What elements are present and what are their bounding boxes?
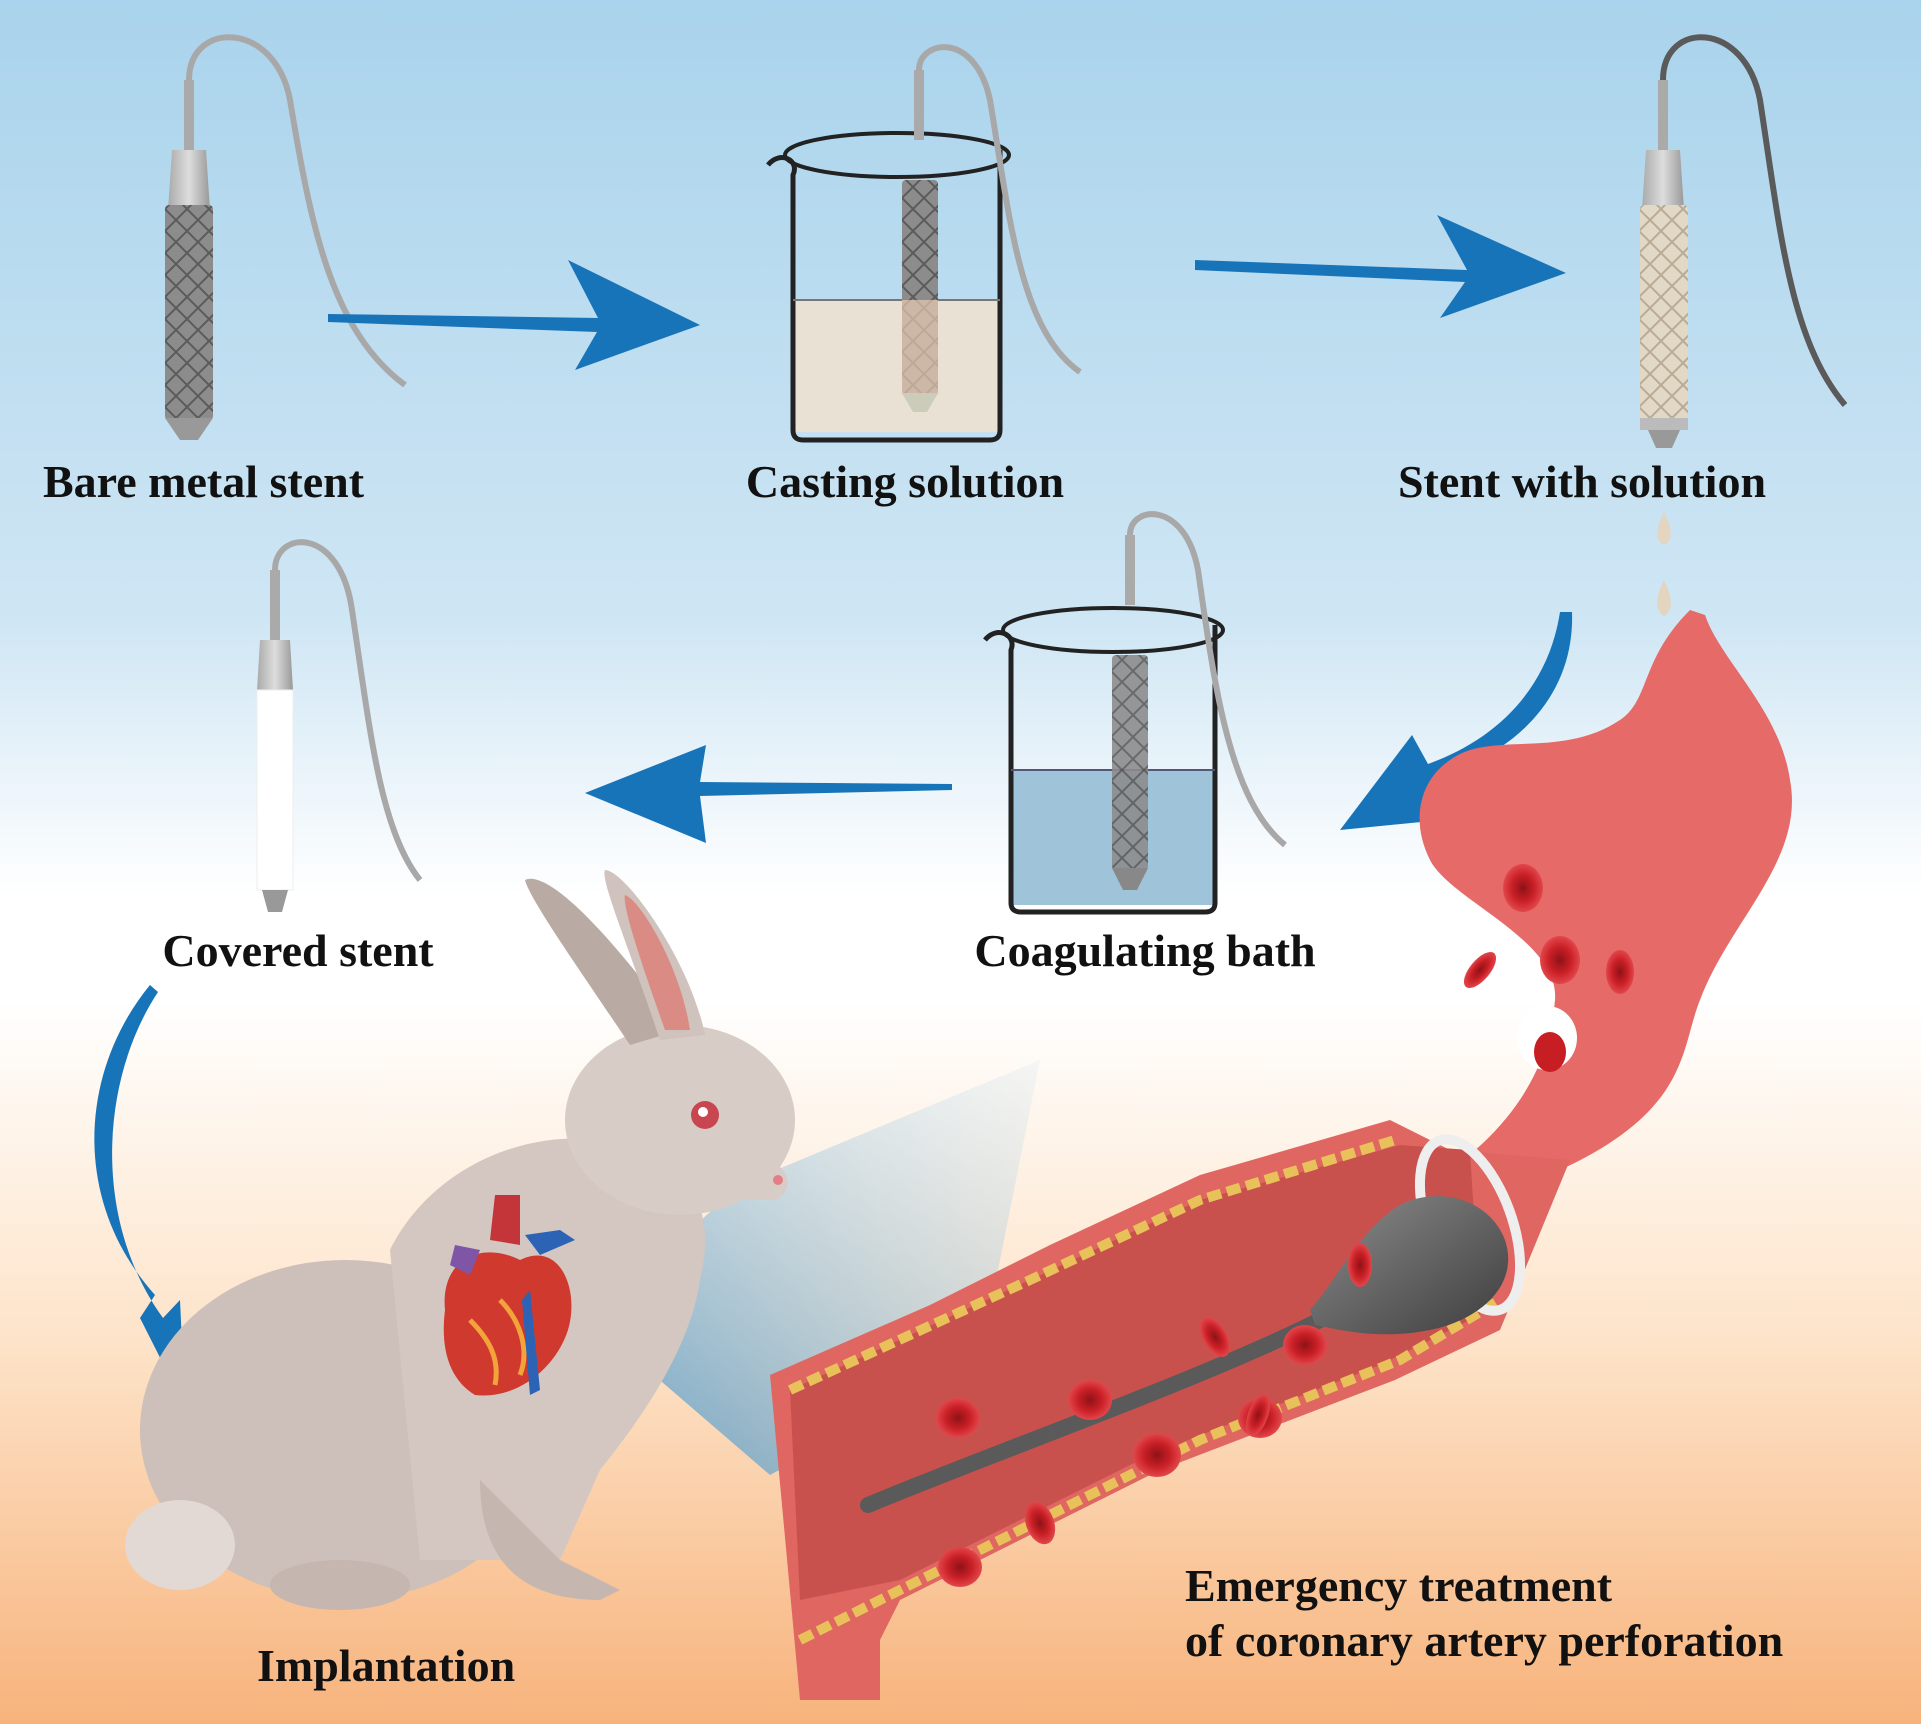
arrow-1-icon	[328, 260, 700, 370]
red-blood-cell-icon	[1024, 1501, 1056, 1545]
bare-metal-stent-icon	[165, 34, 407, 440]
arrow-2-icon	[1195, 215, 1566, 318]
label-emergency-line1: Emergency treatment	[1185, 1560, 1613, 1611]
label-emergency-line2: of coronary artery perforation	[1185, 1615, 1784, 1666]
covered-stent-icon	[256, 539, 423, 912]
label-coagulating-bath: Coagulating bath	[974, 925, 1316, 976]
arrow-5-icon	[94, 985, 185, 1407]
red-blood-cell-icon	[1199, 1317, 1231, 1357]
red-blood-cells	[936, 864, 1634, 1587]
casting-beaker-icon	[766, 44, 1082, 443]
label-stent-with-solution: Stent with solution	[1397, 456, 1767, 507]
label-bare-metal-stent: Bare metal stent	[43, 456, 365, 507]
red-blood-cell-icon	[1283, 1325, 1327, 1365]
coagulating-beaker-icon	[983, 511, 1287, 915]
red-blood-cell-icon	[1348, 1243, 1372, 1287]
arrow-3-icon	[1340, 612, 1573, 830]
arrow-4-icon	[585, 745, 952, 843]
label-implantation: Implantation	[257, 1640, 516, 1691]
red-blood-cell-icon	[936, 1398, 980, 1438]
label-casting-solution: Casting solution	[745, 456, 1065, 507]
red-blood-cell-icon	[1540, 936, 1580, 984]
red-blood-cell-icon	[1133, 1433, 1181, 1477]
label-covered-stent: Covered stent	[162, 925, 434, 976]
red-blood-cell-icon	[1463, 951, 1497, 989]
red-blood-cell-icon	[1245, 1394, 1271, 1436]
red-blood-cell-icon	[1503, 864, 1543, 912]
red-blood-cell-icon	[1068, 1380, 1112, 1420]
heart-icon	[443, 1195, 575, 1396]
red-blood-cell-icon	[1606, 950, 1634, 994]
rabbit-icon	[125, 870, 795, 1610]
stent-with-solution-icon	[1640, 34, 1848, 616]
flow-arrows	[94, 215, 1573, 1407]
red-blood-cell-icon	[938, 1547, 982, 1587]
